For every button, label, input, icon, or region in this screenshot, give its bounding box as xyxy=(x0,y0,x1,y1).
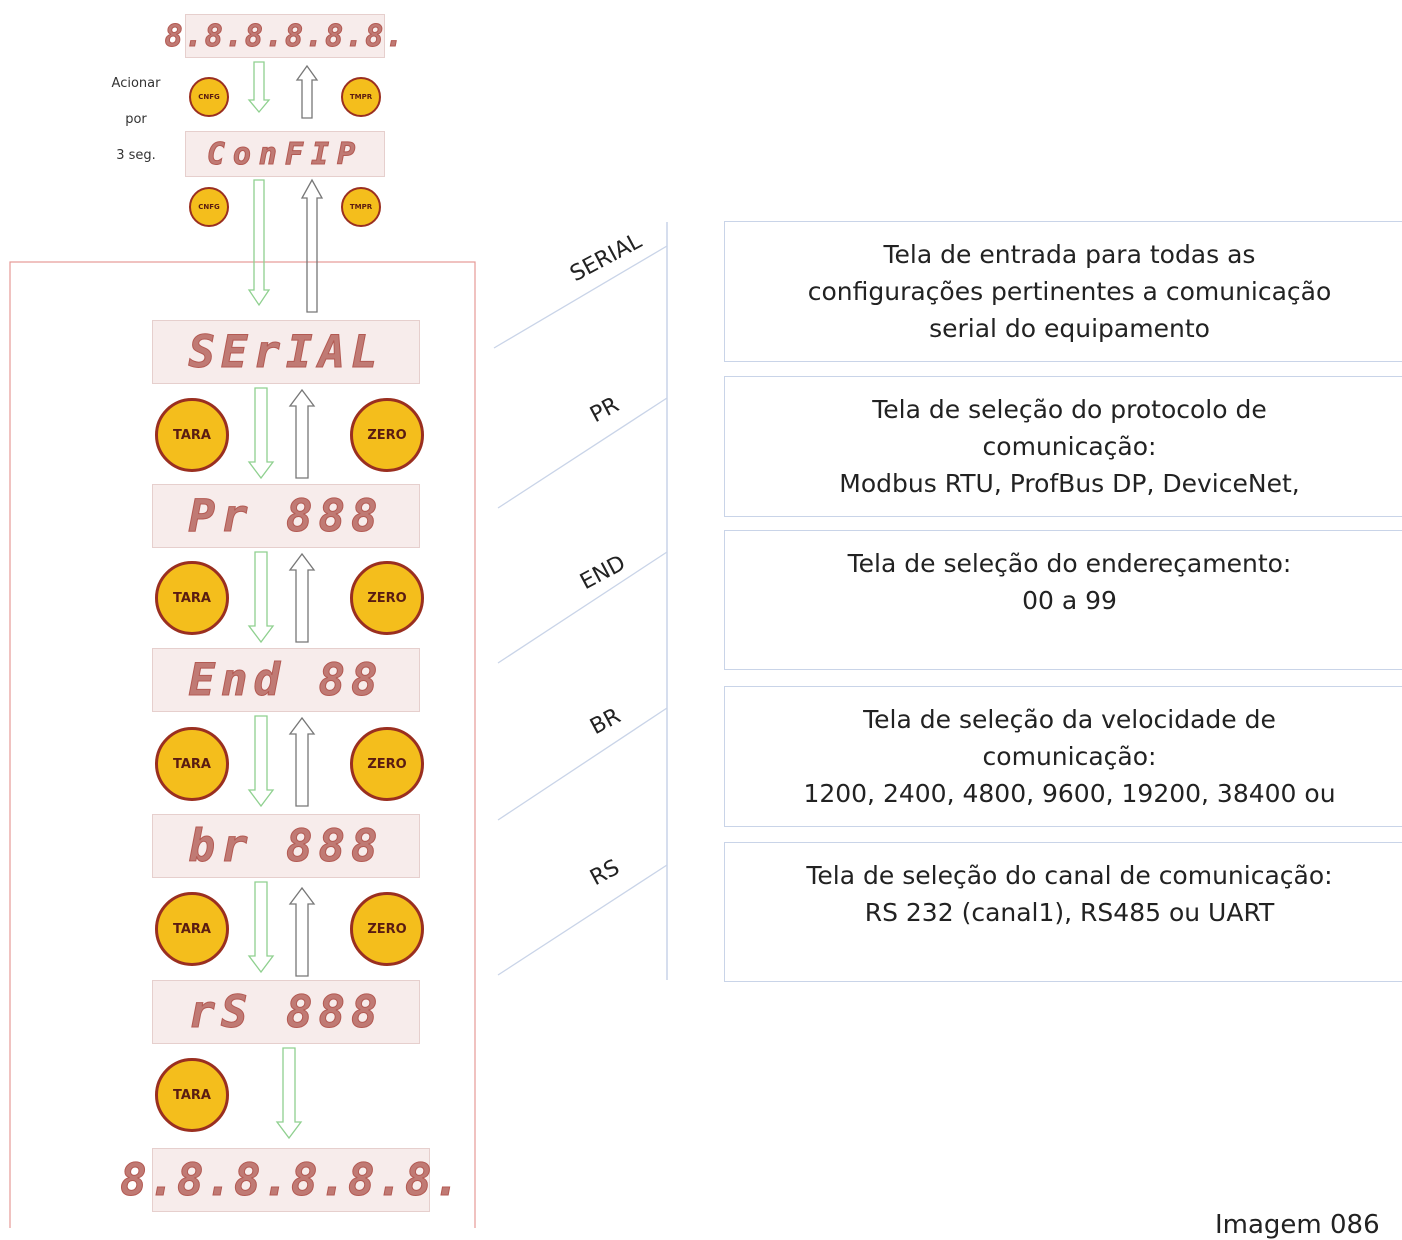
leader-line xyxy=(497,707,668,821)
down-arrow-icon xyxy=(247,881,275,974)
hold-note-line: Acionar xyxy=(111,76,161,91)
zero-button[interactable]: ZERO xyxy=(350,561,424,635)
cnfg-button[interactable]: CNFG xyxy=(189,187,229,227)
tara-button[interactable]: TARA xyxy=(155,561,229,635)
cnfg-button[interactable]: CNFG xyxy=(189,77,229,117)
desc-line: RS 232 (canal1), RS485 ou UART xyxy=(864,898,1275,927)
desc-serial: Tela de entrada para todas as configuraç… xyxy=(724,221,1402,362)
hold-note: Acionar por 3 seg. xyxy=(100,66,172,174)
leader-line xyxy=(497,864,668,976)
zero-button-label: ZERO xyxy=(367,427,407,443)
zero-button[interactable]: ZERO xyxy=(350,398,424,472)
display-br: br 888 xyxy=(152,814,420,878)
desc-rs: Tela de seleção do canal de comunicação:… xyxy=(724,842,1402,982)
down-arrow-icon xyxy=(247,179,271,307)
display-end: End 88 xyxy=(152,648,420,712)
down-arrow-icon xyxy=(247,715,275,808)
tara-button[interactable]: TARA xyxy=(155,398,229,472)
desc-line: comunicação: xyxy=(982,432,1157,461)
tara-button-label: TARA xyxy=(173,427,211,443)
desc-line: comunicação: xyxy=(982,742,1157,771)
up-arrow-icon xyxy=(300,178,324,313)
down-arrow-icon xyxy=(247,61,271,114)
tara-button-label: TARA xyxy=(173,1087,211,1103)
up-arrow-icon xyxy=(288,886,316,977)
menu-frame xyxy=(9,261,476,1228)
display-bottom: 8.8.8.8.8.8. xyxy=(120,1148,460,1212)
leader-line xyxy=(493,245,668,349)
display-config-text: ConFIP xyxy=(206,136,364,172)
display-br-text: br 888 xyxy=(188,820,384,872)
tmpr-button[interactable]: TMPR xyxy=(341,77,381,117)
tmpr-button-label: TMPR xyxy=(349,203,373,211)
up-arrow-icon xyxy=(288,388,316,479)
desc-line: 00 a 99 xyxy=(1022,586,1117,615)
tara-button[interactable]: TARA xyxy=(155,727,229,801)
hold-note-line: por xyxy=(125,112,147,127)
zero-button-label: ZERO xyxy=(367,756,407,772)
desc-pr: Tela de seleção do protocolo de comunica… xyxy=(724,376,1402,517)
zero-button[interactable]: ZERO xyxy=(350,727,424,801)
display-bottom-text: 8.8.8.8.8.8. xyxy=(120,1154,462,1206)
tara-button[interactable]: TARA xyxy=(155,892,229,966)
display-config: ConFIP xyxy=(185,131,385,177)
display-rs: rS 888 xyxy=(152,980,420,1044)
display-pr-text: Pr 888 xyxy=(188,490,384,542)
image-caption: Imagem 086 xyxy=(1215,1210,1380,1240)
display-top-text: 8.8.8.8.8.8. xyxy=(164,18,406,54)
tara-button[interactable]: TARA xyxy=(155,1058,229,1132)
tara-button-label: TARA xyxy=(173,756,211,772)
cnfg-button-label: CNFG xyxy=(198,93,220,101)
desc-line: Tela de seleção do protocolo de xyxy=(872,395,1267,424)
cnfg-button-label: CNFG xyxy=(198,203,220,211)
hold-note-line: 3 seg. xyxy=(116,148,156,163)
tara-button-label: TARA xyxy=(173,590,211,606)
tara-button-label: TARA xyxy=(173,921,211,937)
down-arrow-icon xyxy=(247,387,275,480)
desc-line: Tela de entrada para todas as xyxy=(883,240,1256,269)
down-arrow-icon xyxy=(275,1047,303,1140)
desc-line: configurações pertinentes a comunicação xyxy=(807,277,1332,306)
zero-button-label: ZERO xyxy=(367,590,407,606)
desc-line: 1200, 2400, 4800, 9600, 19200, 38400 ou xyxy=(803,779,1336,808)
down-arrow-icon xyxy=(247,551,275,644)
leader-line xyxy=(497,551,668,664)
desc-br: Tela de seleção da velocidade de comunic… xyxy=(724,686,1402,827)
desc-line: Tela de seleção do canal de comunicação: xyxy=(806,861,1333,890)
zero-button[interactable]: ZERO xyxy=(350,892,424,966)
desc-end: Tela de seleção do endereçamento: 00 a 9… xyxy=(724,530,1402,670)
desc-line: Tela de seleção do endereçamento: xyxy=(847,549,1292,578)
up-arrow-icon xyxy=(288,552,316,643)
display-rs-text: rS 888 xyxy=(188,986,384,1038)
zero-button-label: ZERO xyxy=(367,921,407,937)
tmpr-button-label: TMPR xyxy=(349,93,373,101)
display-top: 8.8.8.8.8.8. xyxy=(164,14,404,58)
display-serial-text: SErIAL xyxy=(188,326,384,378)
desc-line: Tela de seleção da velocidade de xyxy=(863,705,1276,734)
display-serial: SErIAL xyxy=(152,320,420,384)
up-arrow-icon xyxy=(295,64,319,119)
desc-line: Modbus RTU, ProfBus DP, DeviceNet, xyxy=(839,469,1300,498)
display-end-text: End 88 xyxy=(188,654,384,706)
up-arrow-icon xyxy=(288,716,316,807)
tmpr-button[interactable]: TMPR xyxy=(341,187,381,227)
desc-line: serial do equipamento xyxy=(929,314,1210,343)
display-pr: Pr 888 xyxy=(152,484,420,548)
leader-line xyxy=(497,397,668,509)
